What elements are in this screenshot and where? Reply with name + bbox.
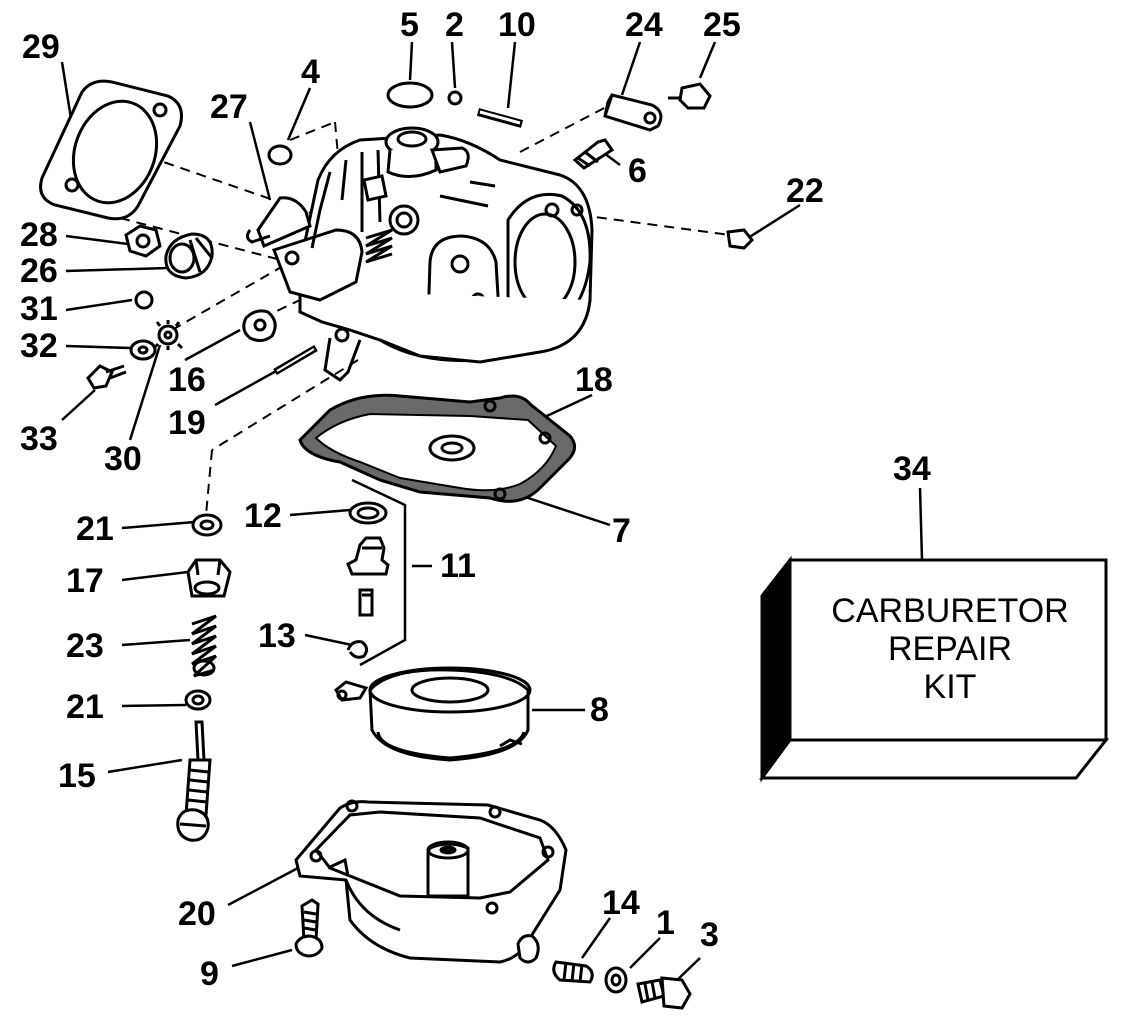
ball-31 bbox=[134, 290, 154, 310]
callout-21-top: 21 bbox=[76, 510, 114, 548]
needle-15 bbox=[176, 720, 212, 842]
callout-31: 31 bbox=[20, 290, 58, 328]
bowl-gasket-7 bbox=[298, 393, 576, 503]
float-8 bbox=[334, 666, 532, 762]
callout-27: 27 bbox=[210, 88, 248, 126]
carburetor-body bbox=[245, 126, 594, 382]
washer-21-top bbox=[191, 513, 223, 537]
screw-25 bbox=[668, 82, 712, 110]
screw-3 bbox=[636, 976, 692, 1010]
callout-9: 9 bbox=[200, 955, 219, 993]
screw-22 bbox=[726, 228, 755, 250]
callout-3: 3 bbox=[700, 916, 719, 954]
callout-1: 1 bbox=[656, 904, 675, 942]
callout-2: 2 bbox=[445, 6, 464, 44]
welch-plug-5 bbox=[386, 81, 434, 109]
callout-11: 11 bbox=[440, 547, 476, 585]
fitting-26 bbox=[164, 232, 214, 280]
flange-gasket-29 bbox=[39, 79, 183, 221]
screw-33 bbox=[86, 364, 127, 390]
nut-28 bbox=[124, 224, 162, 258]
repair-kit-label: CARBURETOR REPAIR KIT bbox=[831, 592, 1068, 706]
parts bbox=[39, 79, 1110, 1010]
callout-34: 34 bbox=[893, 450, 931, 488]
inlet-valve-11 bbox=[346, 536, 390, 617]
callout-21-bottom: 21 bbox=[66, 688, 104, 726]
callout-17: 17 bbox=[66, 562, 104, 600]
callout-22: 22 bbox=[786, 172, 824, 210]
callout-7: 7 bbox=[612, 512, 631, 550]
screw-9 bbox=[294, 898, 324, 958]
callout-12: 12 bbox=[244, 497, 282, 535]
pin-19 bbox=[273, 344, 318, 376]
callout-33: 33 bbox=[20, 420, 58, 458]
callout-8: 8 bbox=[590, 691, 609, 729]
callout-20: 20 bbox=[178, 895, 216, 933]
callout-18: 18 bbox=[575, 361, 613, 399]
seat-18 bbox=[428, 434, 476, 462]
repair-kit-box-34 bbox=[759, 555, 1110, 783]
kit-label-line3: KIT bbox=[924, 668, 977, 706]
callout-16: 16 bbox=[168, 361, 206, 399]
callout-24: 24 bbox=[625, 6, 663, 44]
kit-label-line2: REPAIR bbox=[888, 630, 1012, 668]
callout-25: 25 bbox=[703, 6, 741, 44]
washer-16 bbox=[242, 309, 277, 343]
callout-30: 30 bbox=[104, 440, 142, 478]
screw-6 bbox=[572, 138, 615, 170]
callout-14: 14 bbox=[602, 884, 640, 922]
clip-13 bbox=[346, 640, 369, 659]
washer-32 bbox=[129, 339, 157, 361]
plug-17 bbox=[186, 558, 232, 598]
jet-14 bbox=[552, 960, 594, 984]
callout-4: 4 bbox=[301, 53, 320, 91]
callout-28: 28 bbox=[20, 216, 58, 254]
callout-19: 19 bbox=[168, 404, 206, 442]
callout-15: 15 bbox=[58, 757, 96, 795]
callout-10: 10 bbox=[498, 6, 536, 44]
kit-label-line1: CARBURETOR bbox=[831, 592, 1068, 630]
callout-6: 6 bbox=[628, 152, 647, 190]
callout-labels: 29 5 2 10 24 25 4 27 6 22 28 26 31 32 16… bbox=[20, 6, 931, 993]
callout-13: 13 bbox=[258, 617, 296, 655]
callout-29: 29 bbox=[22, 28, 60, 66]
ring-12 bbox=[348, 501, 388, 525]
callout-26: 26 bbox=[20, 252, 58, 290]
spring-23 bbox=[191, 614, 218, 678]
callout-5: 5 bbox=[400, 6, 419, 44]
callout-23: 23 bbox=[66, 627, 104, 665]
callout-32: 32 bbox=[20, 327, 58, 365]
washer-1 bbox=[604, 966, 628, 994]
lockwasher-30 bbox=[152, 320, 184, 350]
plug-4 bbox=[267, 144, 293, 166]
ball-2 bbox=[447, 90, 463, 106]
float-bowl-20 bbox=[294, 799, 568, 964]
washer-21-bottom bbox=[184, 689, 212, 711]
clip-24 bbox=[603, 93, 663, 132]
